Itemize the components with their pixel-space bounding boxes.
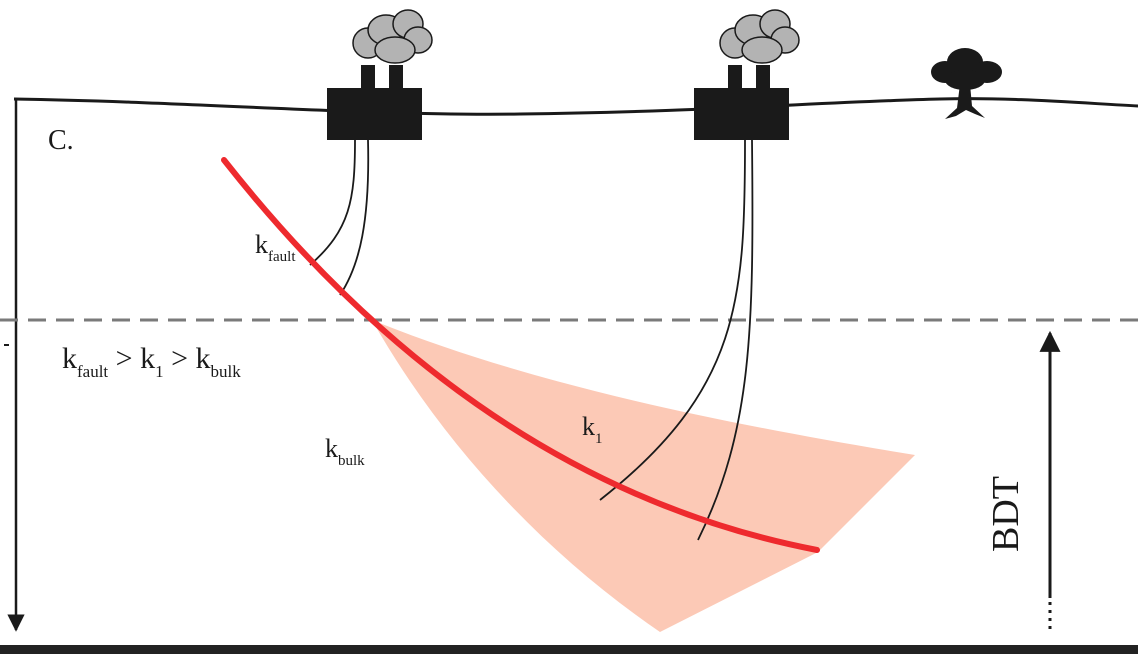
bottom-bar (0, 645, 1138, 654)
well-trajectory (310, 140, 355, 265)
label-k-bulk: kbulk (325, 434, 365, 469)
tree-icon (931, 48, 1002, 119)
bdt-label: BDT (985, 476, 1027, 552)
damage-zone (372, 320, 915, 632)
power-plant-icon (327, 10, 432, 140)
permeability-relation: kfault > k1 > kbulk (62, 342, 241, 381)
power-plant-icon (694, 10, 799, 140)
panel-label: C. (48, 125, 74, 156)
